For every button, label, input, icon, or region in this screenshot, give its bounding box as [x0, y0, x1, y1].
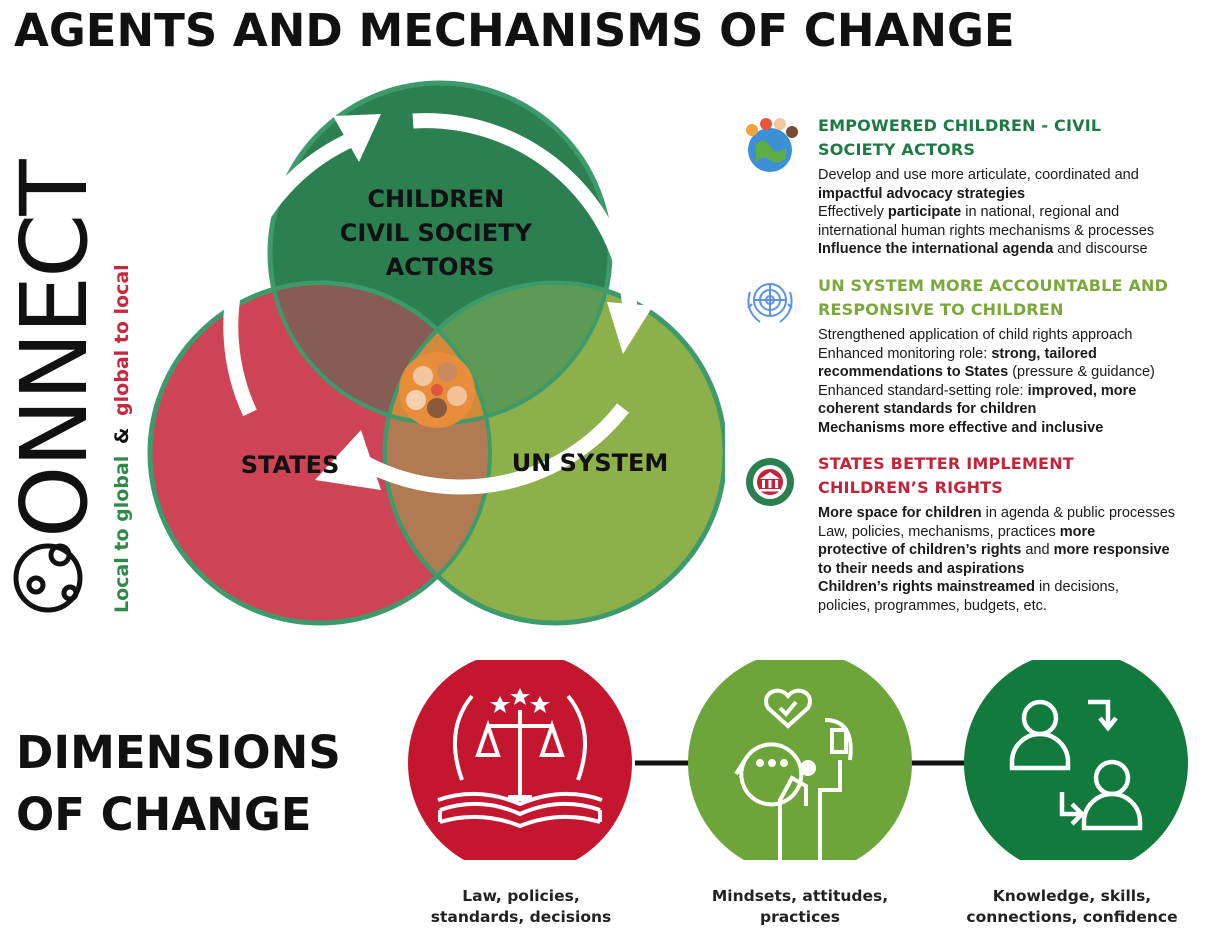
- un-system-label: UN SYSTEM: [512, 449, 669, 477]
- outcome-line: Enhanced monitoring role: strong, tailor…: [818, 345, 1097, 362]
- dimension-knowledge-caption: Knowledge, skills,connections, confidenc…: [966, 887, 1178, 926]
- tagline-amp: &: [111, 428, 133, 445]
- outcome-line: Enhanced standard-setting role: improved…: [818, 382, 1137, 399]
- outcome-line: More space for children in agenda & publ…: [818, 505, 1176, 521]
- dimension-law-caption: Law, policies,standards, decisions: [430, 887, 612, 926]
- outcome-un-text: Strengthened application of child rights…: [818, 326, 1216, 437]
- outcome-line: to their needs and aspirations: [818, 560, 1025, 577]
- children-circle-photo-icon: [399, 352, 475, 428]
- outcome-line: international human rights mechanisms & …: [818, 222, 1155, 239]
- outcome-line: protective of children’s rights and more…: [818, 542, 1170, 558]
- knowledge-exchange-icon: [964, 660, 1188, 860]
- outcome-children-text: Develop and use more articulate, coordin…: [818, 166, 1216, 259]
- outcome-line: Strengthened application of child rights…: [818, 327, 1133, 343]
- outcome-line: Develop and use more articulate, coordin…: [818, 167, 1139, 183]
- outcome-line: Effectively participate in national, reg…: [818, 204, 1120, 220]
- states-label: STATES: [241, 451, 340, 479]
- dimension-mindsets-caption: Mindsets, attitudes,practices: [711, 887, 889, 926]
- un-emblem-icon: [747, 283, 793, 323]
- page-title: AGENTS AND MECHANISMS OF CHANGE: [14, 4, 1015, 57]
- venn-diagram: CHILDREN CIVIL SOCIETY ACTORS STATES UN …: [147, 80, 725, 626]
- outcome-line: Children’s rights mainstreamed in decisi…: [818, 579, 1119, 595]
- outcome-line: recommendations to States (pressure & gu…: [818, 364, 1155, 380]
- cycle-arrows-icon: [223, 113, 638, 495]
- children-un-overlap: [385, 283, 610, 423]
- outcome-line: coherent standards for children: [818, 401, 1037, 417]
- outcome-line: Law, policies, mechanisms, practices mor…: [818, 523, 1096, 540]
- connect-logo: ONNECT Local to global & global to local: [2, 159, 133, 613]
- outcome-line: Mechanisms more effective and inclusive: [818, 419, 1104, 436]
- connect-c-icon: [13, 543, 83, 613]
- tagline-global-to-local: global to local: [111, 264, 133, 416]
- children-states-overlap: [270, 283, 490, 423]
- law-scales-book-icon: [408, 660, 632, 860]
- logo-wordmark: ONNECT: [2, 159, 108, 538]
- globe-children-icon: [746, 118, 798, 172]
- outcome-line: Influence the international agenda and d…: [818, 241, 1148, 257]
- tagline-local-to-global: Local to global: [111, 456, 133, 613]
- cycle-arrowheads-icon: [315, 114, 653, 490]
- outcome-states-text: More space for children in agenda & publ…: [818, 504, 1216, 615]
- outcome-line: policies, programmes, budgets, etc.: [818, 597, 1047, 614]
- children-label: CHILDREN CIVIL SOCIETY ACTORS: [340, 185, 540, 281]
- svg-text:Local to global &: Local to global & global to local: [111, 264, 133, 613]
- outcome-line: impactful advocacy strategies: [818, 185, 1026, 202]
- mindset-people-icon: [688, 660, 912, 860]
- government-building-icon: [746, 458, 794, 506]
- dimensions-icons: [408, 660, 1188, 860]
